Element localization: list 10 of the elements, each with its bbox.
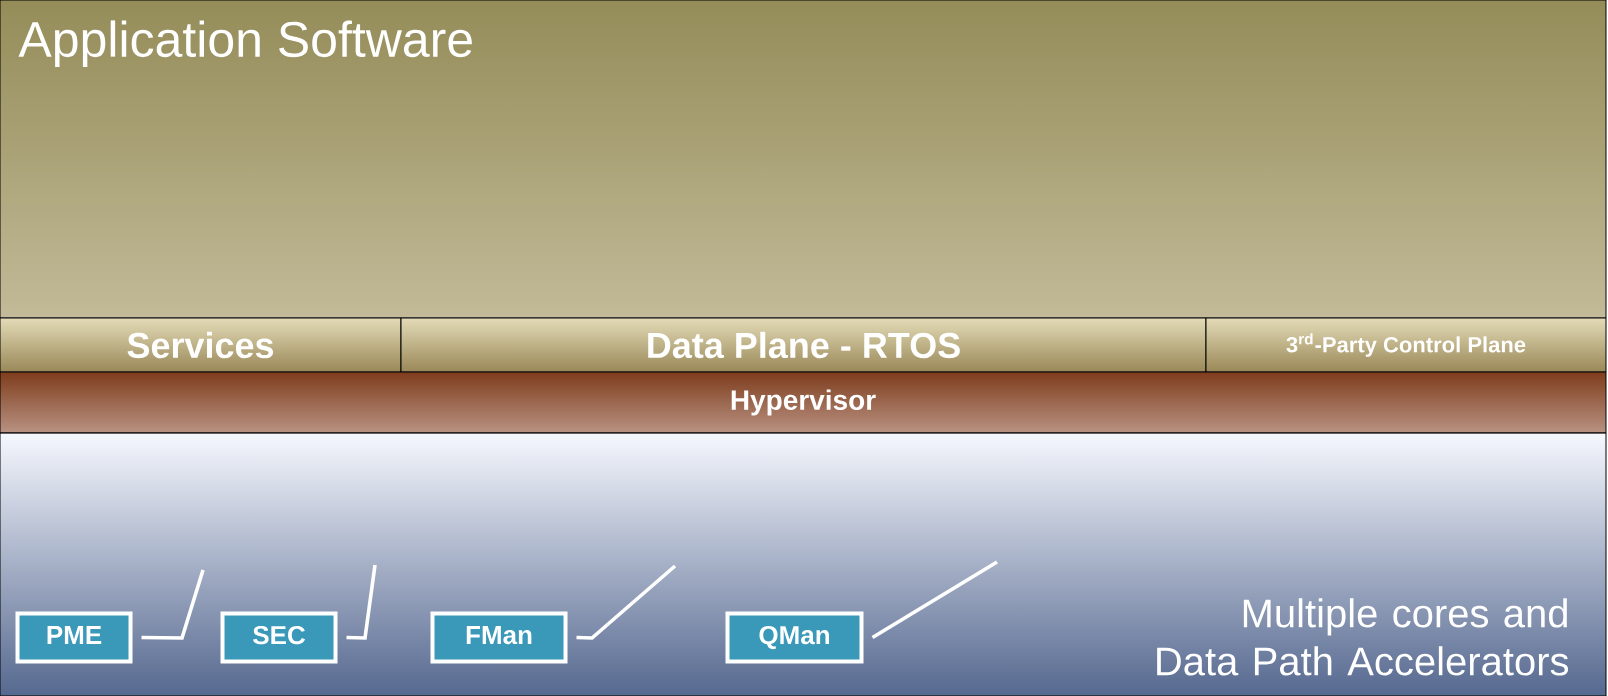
partition-box: Services xyxy=(0,317,402,373)
accelerator-box: PME xyxy=(15,611,133,664)
leader-line xyxy=(346,564,377,640)
accelerator-box: FMan xyxy=(430,611,568,664)
accelerator-box: QMan xyxy=(725,611,864,664)
leader-line xyxy=(141,569,205,640)
accelerator-box: SEC xyxy=(220,611,338,664)
partition-box: 3$^{rd}$-Party Control Plane xyxy=(1205,317,1607,373)
leader-line xyxy=(871,560,998,640)
leader-line xyxy=(576,564,677,640)
